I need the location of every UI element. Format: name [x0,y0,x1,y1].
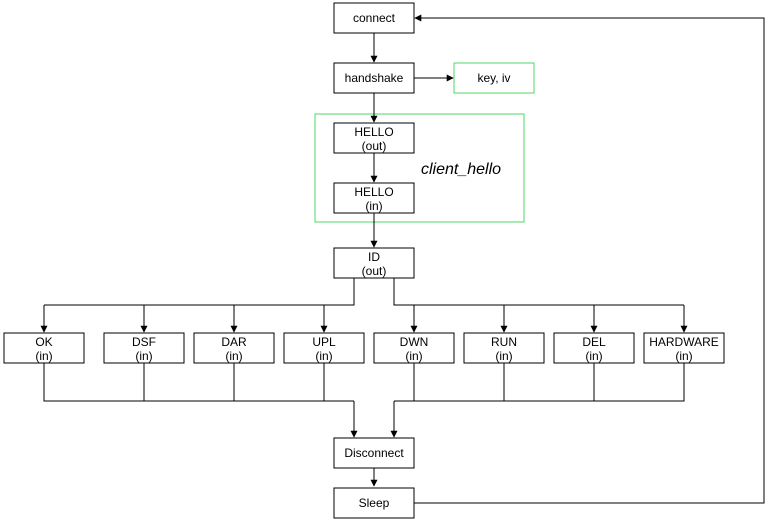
node-upl[interactable]: UPL (in) [283,332,365,364]
node-hello-in-line2: (in) [365,199,382,213]
edge-id-right-bus [393,278,684,306]
node-hardware-line2: (in) [675,349,692,363]
node-connect-label: connect [353,11,396,25]
edge-right-merge [394,363,685,402]
client-hello-label: client_hello [421,161,501,178]
node-dar-line2: (in) [225,349,242,363]
node-dwn[interactable]: DWN (in) [373,332,455,364]
node-dsf[interactable]: DSF (in) [103,332,185,364]
node-dwn-line1: DWN [400,335,429,349]
node-hello-out-line2: (out) [362,139,387,153]
node-ok-line2: (in) [35,349,52,363]
node-key-iv-label: key, iv [477,71,510,85]
node-sleep[interactable]: Sleep [333,487,415,519]
edge-id-left-bus [44,278,355,306]
node-run-line2: (in) [495,349,512,363]
edge-sleep-connect-loop [414,14,765,504]
node-connect[interactable]: connect [333,2,415,34]
node-dar-line1: DAR [221,335,247,349]
node-del-line1: DEL [582,335,606,349]
node-hardware[interactable]: HARDWARE (in) [643,332,725,364]
node-run-line1: RUN [491,335,517,349]
node-hello-out[interactable]: HELLO (out) [333,122,415,154]
node-handshake-label: handshake [345,71,404,85]
node-hardware-line1: HARDWARE [649,335,719,349]
client-hello-group [314,113,525,223]
node-sleep-label: Sleep [359,496,390,510]
node-dwn-line2: (in) [405,349,422,363]
node-id-out-line1: ID [368,250,380,264]
node-disconnect-label: Disconnect [344,446,404,460]
node-ok-line1: OK [35,335,52,349]
node-dsf-line2: (in) [135,349,152,363]
edges [40,14,765,504]
node-hello-in-line1: HELLO [354,185,393,199]
node-dar[interactable]: DAR (in) [193,332,275,364]
node-id-out[interactable]: ID (out) [333,247,415,279]
node-del[interactable]: DEL (in) [553,332,635,364]
node-handshake[interactable]: handshake [333,62,415,94]
node-hello-out-line1: HELLO [354,125,393,139]
node-disconnect[interactable]: Disconnect [333,437,415,469]
node-upl-line1: UPL [312,335,336,349]
node-run[interactable]: RUN (in) [463,332,545,364]
node-hello-in[interactable]: HELLO (in) [333,182,415,214]
edge-left-merge [43,363,354,402]
node-id-out-line2: (out) [362,264,387,278]
node-key-iv[interactable]: key, iv [453,62,535,94]
node-dsf-line1: DSF [132,335,156,349]
node-del-line2: (in) [585,349,602,363]
node-upl-line2: (in) [315,349,332,363]
node-ok[interactable]: OK (in) [3,332,85,364]
